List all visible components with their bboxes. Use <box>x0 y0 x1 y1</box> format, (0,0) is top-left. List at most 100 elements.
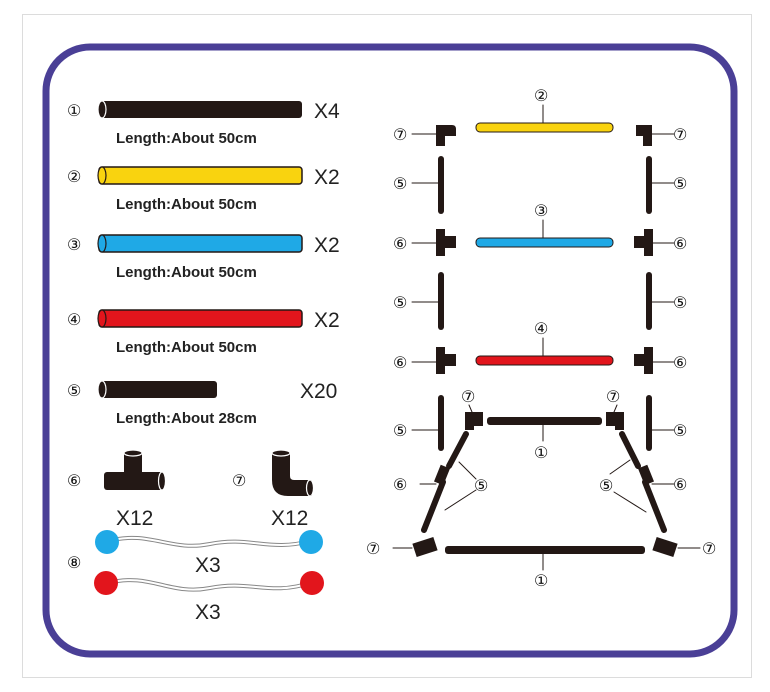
label-6-left-2: ⑥ <box>393 355 407 372</box>
tee-connector-icon <box>436 347 456 374</box>
elbow-connector-icon <box>606 412 624 430</box>
tee-connector-icon <box>634 229 653 256</box>
label-5-diag-left: ⑤ <box>474 478 488 495</box>
legend-length-5: Length:About 28cm <box>116 410 257 427</box>
label-7-trap-right: ⑦ <box>606 389 620 406</box>
legend-number-6: ⑥ <box>67 473 81 490</box>
legend-length-4: Length:About 50cm <box>116 339 257 356</box>
legend-qty-3: X2 <box>314 234 340 257</box>
short-pipe <box>421 479 446 533</box>
label-7-bottom-left: ⑦ <box>366 541 380 558</box>
legend-qty-4: X2 <box>314 309 340 332</box>
long-pipe <box>487 417 602 425</box>
label-6-right-3: ⑥ <box>673 477 687 494</box>
label-1-top: ① <box>534 445 548 462</box>
legend-qty-2: X2 <box>314 166 340 189</box>
legend-item-8: ⑧ X3 X3 <box>67 530 324 624</box>
long-pipe-icon <box>97 100 302 119</box>
elbow-connector-icon <box>436 125 456 146</box>
red-pipe <box>475 355 614 366</box>
label-6-left-1: ⑥ <box>393 236 407 253</box>
tee-connector-icon <box>433 464 451 486</box>
legend-item-1: ① X4 Length:About 50cm <box>67 100 340 147</box>
bungee-cord-icon <box>94 571 324 595</box>
label-7-bottom-right: ⑦ <box>702 541 716 558</box>
long-pipe <box>445 546 645 554</box>
legend-qty-5: X20 <box>300 380 337 403</box>
label-7-top-right: ⑦ <box>673 127 687 144</box>
short-pipe <box>646 156 652 214</box>
label-2: ② <box>534 88 548 105</box>
legend-number-7: ⑦ <box>232 473 246 490</box>
legend-qty-7: X12 <box>271 507 308 530</box>
short-pipe <box>642 479 667 533</box>
short-pipe <box>438 395 444 451</box>
long-pipe-icon <box>97 309 303 328</box>
long-pipe-icon <box>97 234 303 253</box>
label-1-bottom: ① <box>534 573 548 590</box>
elbow-connector-icon <box>652 536 678 558</box>
legend-length-2: Length:About 50cm <box>116 196 257 213</box>
legend-item-4: ④ X2 Length:About 50cm <box>67 309 340 356</box>
label-6-right-2: ⑥ <box>673 355 687 372</box>
label-7-trap-left: ⑦ <box>461 389 475 406</box>
legend-item-2: ② X2 Length:About 50cm <box>67 166 340 213</box>
label-7-top-left: ⑦ <box>393 127 407 144</box>
label-4: ④ <box>534 321 548 338</box>
elbow-connector-icon <box>636 125 652 146</box>
label-6-left-3: ⑥ <box>393 477 407 494</box>
legend-item-3: ③ X2 Length:About 50cm <box>67 234 340 281</box>
legend-number-2: ② <box>67 169 81 186</box>
blue-ball-icon <box>299 530 323 554</box>
panel-border <box>42 43 738 658</box>
short-pipe <box>646 272 652 330</box>
label-5-diag-right: ⑤ <box>599 478 613 495</box>
label-5-left-2: ⑤ <box>393 295 407 312</box>
blue-ball-icon <box>95 530 119 554</box>
legend-number-8: ⑧ <box>67 555 81 572</box>
short-pipe <box>438 272 444 330</box>
short-pipe <box>446 431 469 469</box>
label-5-right-2: ⑤ <box>673 295 687 312</box>
legend-qty-6: X12 <box>116 507 153 530</box>
label-3: ③ <box>534 203 548 220</box>
bungee-cord-icon <box>95 530 323 554</box>
blue-pipe <box>475 237 614 248</box>
elbow-connector-icon <box>465 412 483 430</box>
legend-number-3: ③ <box>67 237 81 254</box>
yellow-pipe <box>475 122 614 133</box>
short-pipe <box>646 395 652 451</box>
elbow-connector-icon <box>271 449 315 497</box>
long-pipe-icon <box>97 166 303 185</box>
legend-number-4: ④ <box>67 312 81 329</box>
tee-connector-icon <box>634 347 653 374</box>
legend-number-1: ① <box>67 103 81 120</box>
legend-qty-8-red: X3 <box>195 601 221 624</box>
red-ball-icon <box>94 571 118 595</box>
short-pipe <box>619 431 641 469</box>
legend-length-1: Length:About 50cm <box>116 130 257 147</box>
tee-connector-icon <box>104 449 167 491</box>
legend-item-7: ⑦ X12 <box>232 449 315 530</box>
short-pipe-icon <box>97 380 217 399</box>
legend-length-3: Length:About 50cm <box>116 264 257 281</box>
short-pipe <box>438 156 444 214</box>
label-6-right-1: ⑥ <box>673 236 687 253</box>
assembly-labels: ② ⑦ ⑦ ⑤ ⑤ ③ ⑥ ⑥ ⑤ ⑤ ④ ⑥ ⑥ ⑦ ⑦ ⑤ ⑤ ① ⑤ ⑤ … <box>366 88 716 590</box>
label-5-left-1: ⑤ <box>393 176 407 193</box>
legend-item-6: ⑥ X12 <box>67 449 167 530</box>
label-5-left-3: ⑤ <box>393 423 407 440</box>
red-ball-icon <box>300 571 324 595</box>
image-frame <box>22 14 752 678</box>
tee-connector-icon <box>637 464 655 486</box>
assembly-diagram <box>392 104 701 571</box>
label-5-right-3: ⑤ <box>673 423 687 440</box>
legend-number-5: ⑤ <box>67 383 81 400</box>
elbow-connector-icon <box>412 536 438 558</box>
legend-qty-8-blue: X3 <box>195 554 221 577</box>
legend-qty-1: X4 <box>314 100 340 123</box>
label-5-right-1: ⑤ <box>673 176 687 193</box>
legend-item-5: ⑤ X20 Length:About 28cm <box>67 380 337 427</box>
tee-connector-icon <box>436 229 456 256</box>
